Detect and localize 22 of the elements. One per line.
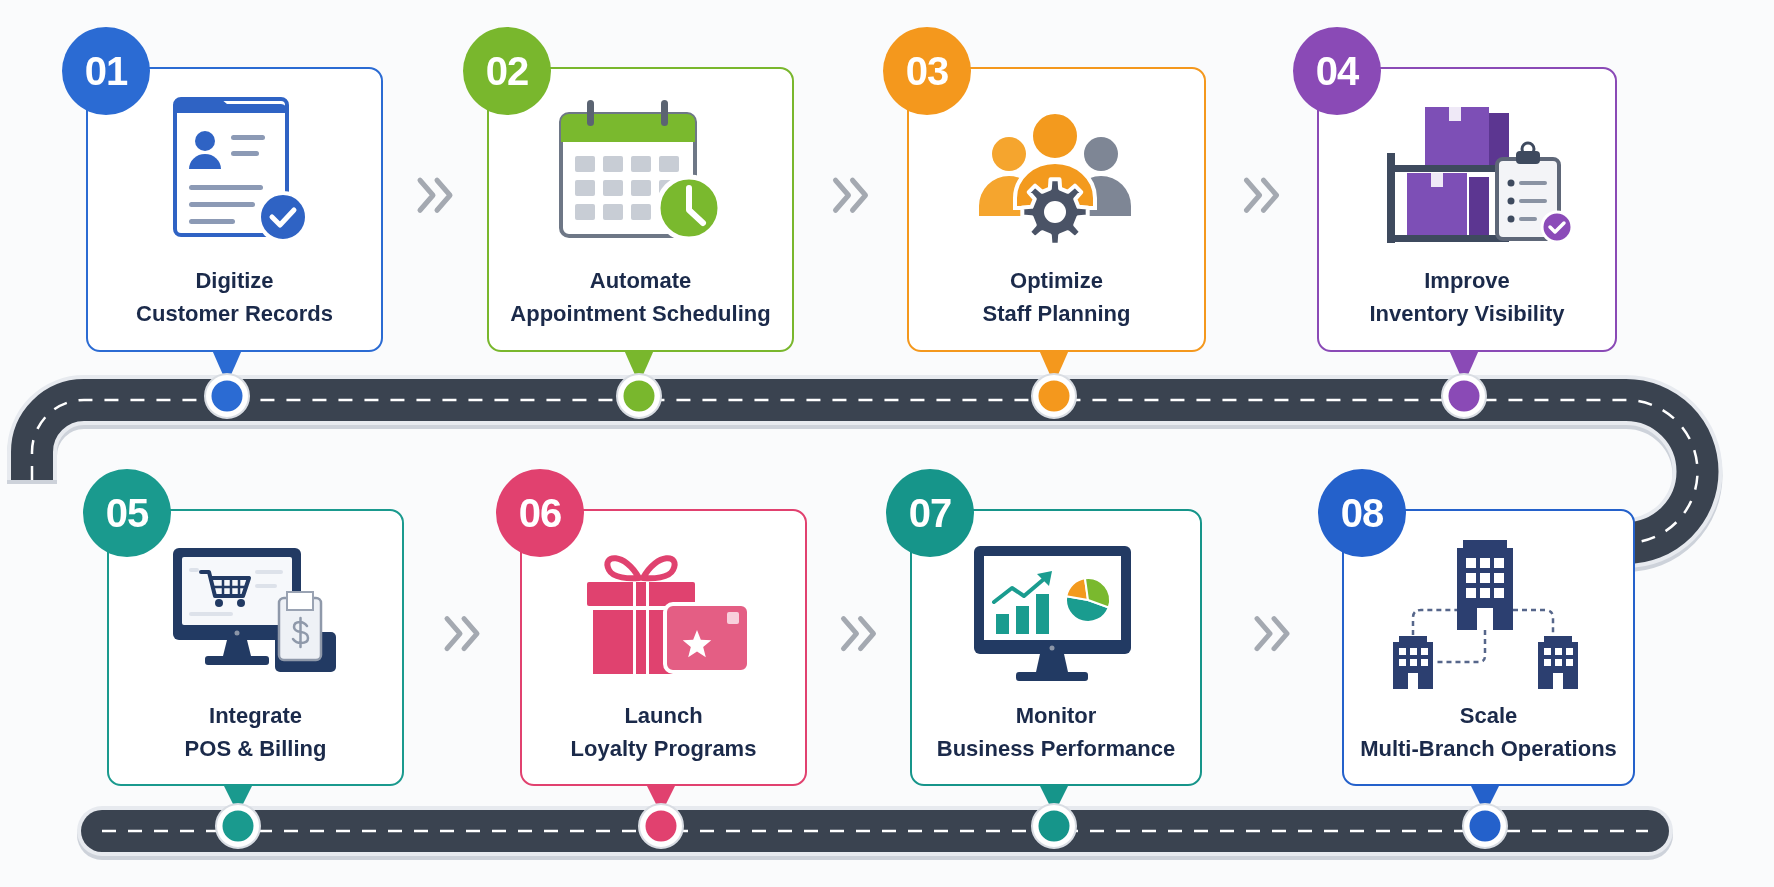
step-title: Digitize Customer Records — [136, 267, 333, 328]
step-title: Launch Loyalty Programs — [570, 702, 757, 763]
step-number: 02 — [463, 27, 551, 115]
step-number: 07 — [886, 469, 974, 557]
step-number: 04 — [1293, 27, 1381, 115]
step-title: Scale Multi-Branch Operations — [1360, 702, 1617, 763]
step-number: 05 — [83, 469, 171, 557]
step-title: Automate Appointment Scheduling — [510, 267, 771, 328]
step-number: 08 — [1318, 469, 1406, 557]
chevron-arrow — [841, 616, 876, 652]
chevron-arrow — [1244, 177, 1279, 213]
step-number: 03 — [883, 27, 971, 115]
chevron-arrow — [417, 177, 453, 213]
step-number: 06 — [496, 469, 584, 557]
step-title: Improve Inventory Visibility — [1369, 267, 1565, 328]
chevron-arrow — [1254, 616, 1290, 652]
step-number: 01 — [62, 27, 150, 115]
chevron-arrow — [833, 177, 868, 213]
step-title: Optimize Staff Planning — [982, 267, 1131, 328]
step-title: Monitor Business Performance — [936, 702, 1176, 763]
step-title: Integrate POS & Billing — [184, 702, 327, 763]
chevron-arrow — [444, 616, 480, 652]
